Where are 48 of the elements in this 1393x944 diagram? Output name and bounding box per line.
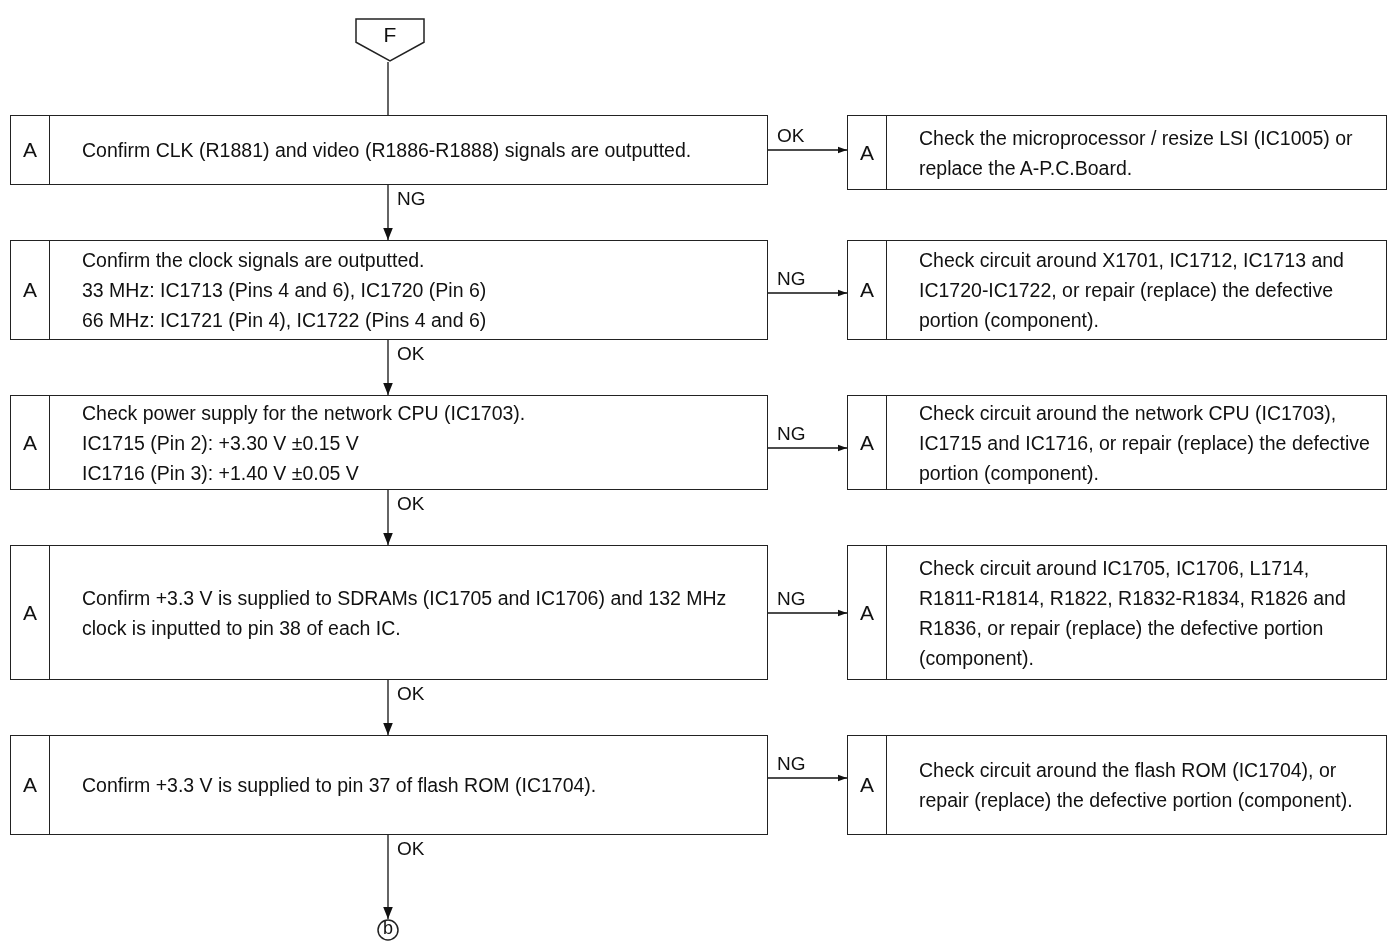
process-box — [847, 115, 1387, 190]
instruction-text: Check circuit around X1701, IC1712, IC1713 and IC1720-IC1722, or repair (replace) the defective portion (component). — [919, 248, 1345, 333]
process-box — [10, 395, 768, 490]
process-box — [10, 240, 768, 340]
process-box — [10, 115, 768, 185]
section-label: A — [848, 116, 887, 189]
section-label: A — [11, 241, 50, 339]
arrow — [767, 289, 848, 297]
arrow — [383, 339, 393, 396]
arrow — [767, 609, 848, 617]
instruction-text: Confirm CLK (R1881) and video (R1886-R1888) signals are outputted. — [82, 138, 692, 163]
instruction-text: IC1716 (Pin 3): +1.40 V ±0.05 V — [82, 460, 360, 486]
process-box — [847, 735, 1387, 835]
section-label: A — [11, 546, 50, 679]
instruction-text: Check circuit around the flash ROM (IC1704), or repair (replace) the defective portion (component). — [919, 758, 1354, 813]
instruction-text: Check circuit around the network CPU (IC1703), IC1715 and IC1716, or repair (replace) the defective portion (component). — [919, 400, 1371, 486]
connector-letter: F — [383, 23, 397, 47]
off-page-connector — [355, 18, 425, 62]
section-label: A — [848, 241, 887, 339]
instruction-text: Confirm the clock signals are outputted. — [82, 248, 426, 273]
instruction-text: Confirm +3.3 V is supplied to SDRAMs (IC1705 and IC1706) and 132 MHz clock is inputted to pin 38 of each IC. — [82, 585, 728, 641]
section-label: A — [11, 396, 50, 489]
arrow — [767, 444, 848, 452]
section-label: A — [11, 116, 50, 184]
process-box — [10, 545, 768, 680]
connector-circle — [377, 919, 399, 941]
instruction-text: 33 MHz: IC1713 (Pins 4 and 6), IC1720 (Pin 6) — [82, 278, 487, 303]
arrow — [767, 774, 848, 782]
section-label: A — [848, 396, 887, 489]
process-box — [847, 240, 1387, 340]
process-box — [847, 395, 1387, 490]
connector-letter: b — [383, 918, 393, 939]
section-label: A — [11, 736, 50, 834]
instruction-text: Check circuit around IC1705, IC1706, L1714, R1811-R1814, R1822, R1832-R1834, R1826 and R1836, or repair (replace) the defective portion (component). — [919, 555, 1347, 671]
arrow — [767, 146, 848, 154]
instruction-text: Check the microprocessor / resize LSI (IC1005) or replace the A-P.C.Board. — [919, 125, 1354, 181]
process-box — [10, 735, 768, 835]
arrow — [383, 184, 393, 241]
arrow — [383, 834, 393, 920]
arrow — [383, 489, 393, 546]
instruction-text: Check power supply for the network CPU (IC1703). — [82, 400, 526, 426]
instruction-text: Confirm +3.3 V is supplied to pin 37 of flash ROM (IC1704). — [82, 773, 597, 798]
arrow — [383, 679, 393, 736]
section-label: A — [848, 736, 887, 834]
instruction-text: IC1715 (Pin 2): +3.30 V ±0.15 V — [82, 430, 360, 456]
section-label: A — [848, 546, 887, 679]
instruction-text: 66 MHz: IC1721 (Pin 4), IC1722 (Pins 4 and 6) — [82, 308, 487, 333]
process-box — [847, 545, 1387, 680]
